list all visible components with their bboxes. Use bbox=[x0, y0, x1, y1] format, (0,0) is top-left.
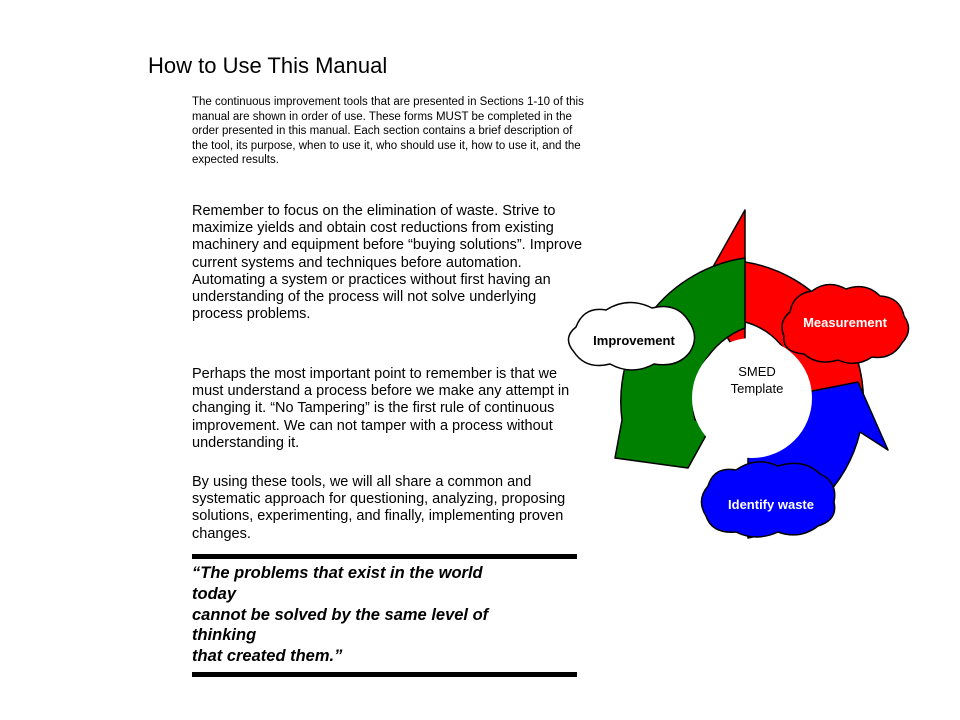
quote-line: today bbox=[192, 584, 237, 603]
smed-cycle-diagram: Measurement Improvement Identify waste S… bbox=[560, 200, 920, 550]
quote-line: that created them.” bbox=[192, 647, 343, 666]
quote-line: “The problems that exist in the world bbox=[192, 564, 483, 582]
center-label-line-1: SMED bbox=[738, 364, 776, 379]
identify-waste-label: Identify waste bbox=[728, 497, 814, 512]
center-circle bbox=[692, 338, 812, 458]
identify-waste-badge bbox=[700, 461, 836, 538]
measurement-badge bbox=[781, 283, 910, 365]
quote-block: “The problems that exist in the world to… bbox=[192, 563, 577, 667]
quote-bottom-rule bbox=[192, 672, 577, 677]
approach-paragraph: By using these tools, we will all share … bbox=[192, 474, 566, 542]
page-title: How to Use This Manual bbox=[148, 53, 388, 78]
quote-line: thinking bbox=[192, 626, 257, 645]
quote-top-rule bbox=[192, 554, 577, 559]
cycle-svg: Measurement Improvement Identify waste S… bbox=[567, 209, 910, 539]
center-label-line-2: Template bbox=[731, 381, 784, 396]
intro-paragraph: The continuous improvement tools that ar… bbox=[192, 96, 584, 166]
quote-line: cannot be solved by the same level of bbox=[192, 605, 489, 624]
improvement-label: Improvement bbox=[593, 333, 675, 348]
waste-paragraph: Remember to focus on the elimination of … bbox=[192, 203, 583, 323]
measurement-label: Measurement bbox=[803, 315, 887, 330]
tampering-paragraph: Perhaps the most important point to reme… bbox=[192, 366, 570, 451]
improvement-badge bbox=[567, 301, 696, 371]
